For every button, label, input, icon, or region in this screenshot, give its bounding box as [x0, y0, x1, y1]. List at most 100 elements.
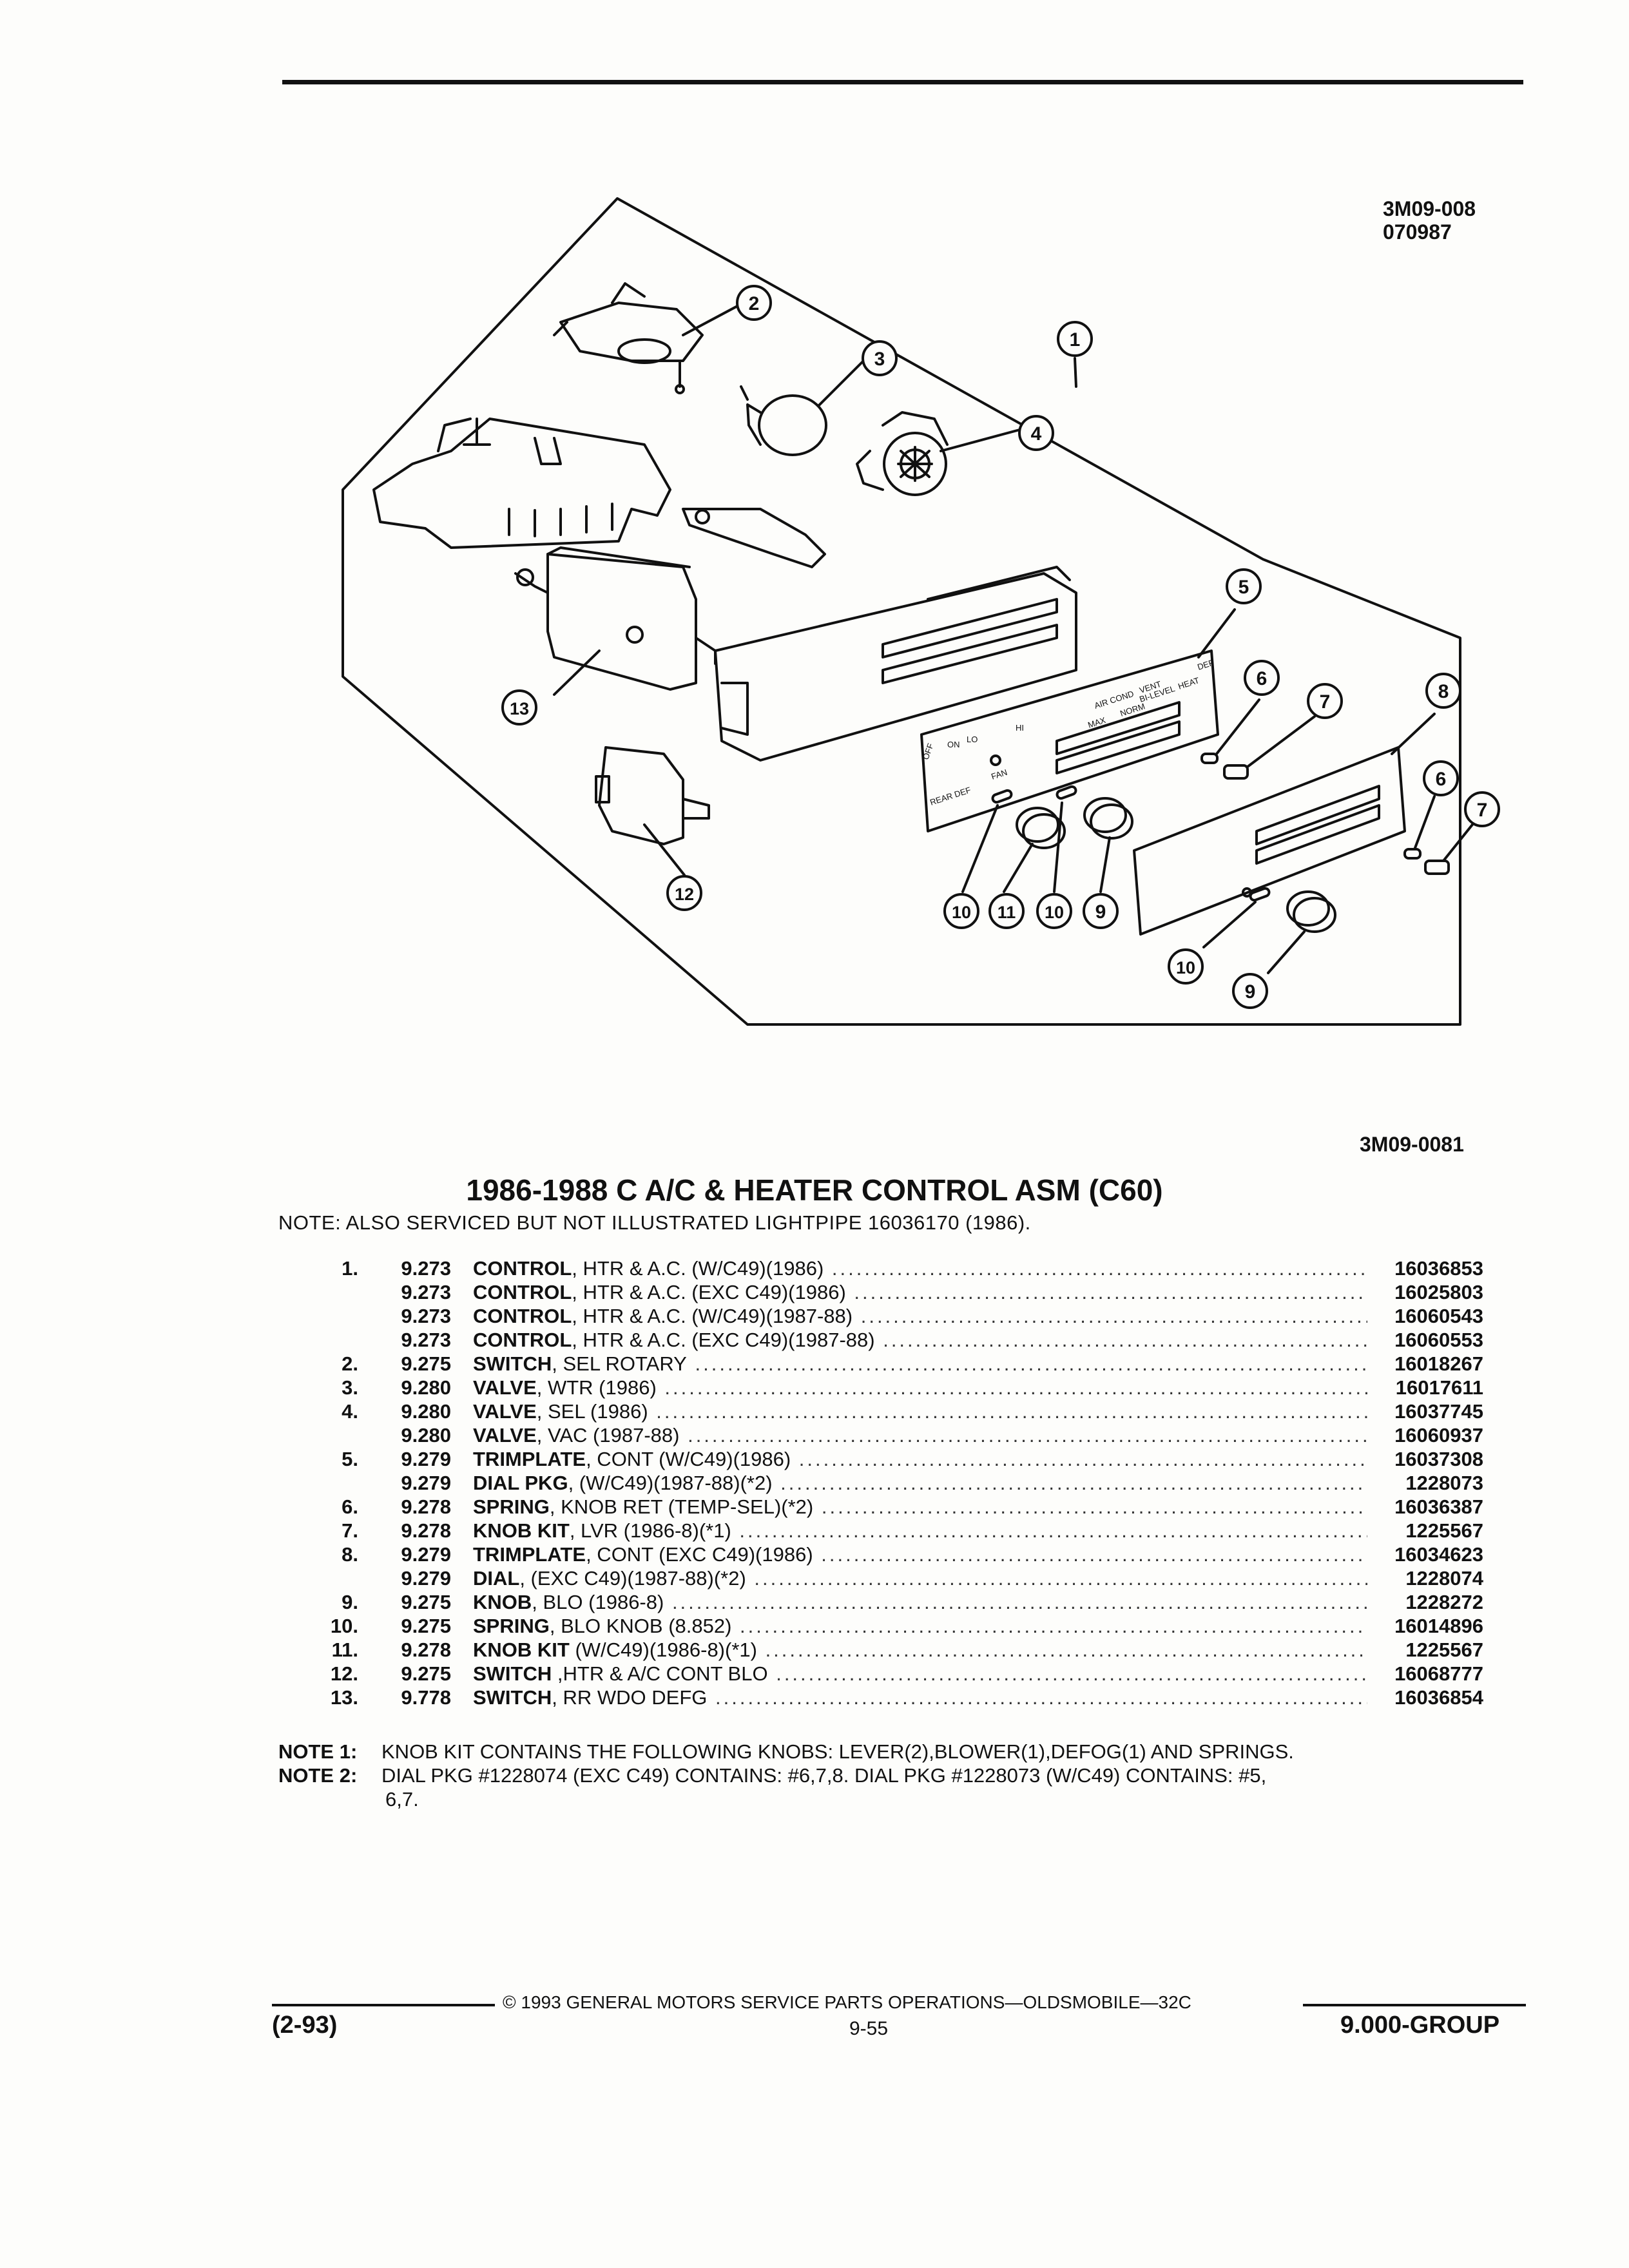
part-group-number: 9.273 [401, 1329, 451, 1351]
parts-row: 9.273 CONTROL, HTR & A.C. (EXC C49)(1986)… [278, 1280, 1483, 1304]
part-name: CONTROL [473, 1329, 572, 1351]
note-2-continued: 6,7. [385, 1788, 419, 1811]
part-name: SPRING [473, 1495, 550, 1518]
footer-rule-left [272, 2004, 495, 2006]
panel-label-hi: HI [1016, 723, 1024, 733]
callout-circle-7a [1307, 683, 1343, 719]
blower-knob-11 [1016, 807, 1066, 849]
note-2: NOTE 2:DIAL PKG #1228074 (EXC C49) CONTA… [278, 1763, 1294, 1787]
knob-7a [1223, 764, 1249, 780]
part-item-number: 8. [342, 1543, 358, 1566]
callout-4: 4 [1031, 423, 1042, 445]
part-description: CONTROL, HTR & A.C. (EXC C49)(1987-88) .… [473, 1328, 1367, 1352]
control-body-part [714, 566, 1077, 762]
footer-page-number: 9-55 [849, 2018, 889, 2039]
part-description: CONTROL, HTR & A.C. (W/C49)(1986) ......… [473, 1256, 1367, 1280]
part-group-number: 9.279 [401, 1567, 451, 1590]
part-name: KNOB KIT [473, 1639, 570, 1661]
cable-lever-part [682, 508, 826, 568]
callout-circle-11 [988, 893, 1025, 929]
figure-code: 3M09-008 070987 [1383, 197, 1476, 244]
part-group-number: 9.278 [401, 1495, 451, 1518]
panel-label-fan: FAN [990, 767, 1008, 782]
callout-circle-1 [1057, 321, 1093, 357]
leader-dots: ........................................… [739, 1519, 1367, 1542]
part-number: 16060543 [1394, 1305, 1483, 1327]
leader-dots: ........................................… [821, 1543, 1367, 1566]
part-name: KNOB KIT [473, 1519, 570, 1542]
part-spec: , RR WDO DEFG [552, 1686, 708, 1709]
part-name: CONTROL [473, 1281, 572, 1303]
callout-circle-10c [1168, 948, 1204, 985]
part-spec: ,HTR & A/C CONT BLO [552, 1662, 768, 1685]
part-number: 16036387 [1394, 1495, 1483, 1518]
figure-code-line-1: 3M09-008 [1383, 197, 1476, 220]
part-number: 1228272 [1405, 1591, 1483, 1613]
figure-code-line-2: 070987 [1383, 220, 1452, 244]
part-spec: , BLO (1986-8) [532, 1591, 664, 1613]
part-name: VALVE [473, 1424, 537, 1446]
callout-circle-2 [736, 285, 772, 321]
trimplate-w-c49-part [920, 649, 1219, 832]
callout-8: 8 [1438, 681, 1449, 702]
part-group-number: 9.275 [401, 1352, 451, 1375]
footer-group: 9.000-GROUP [1340, 2012, 1500, 2039]
callout-9a: 9 [1095, 901, 1106, 923]
panel-label-rear-def: REAR DEF [929, 785, 972, 807]
callout-circle-13 [501, 689, 537, 726]
part-item-number: 3. [342, 1376, 358, 1399]
part-spec: , HTR & A.C. (W/C49)(1987-88) [572, 1305, 853, 1327]
part-number: 16060937 [1394, 1424, 1483, 1446]
part-name: TRIMPLATE [473, 1448, 586, 1470]
part-name: TRIMPLATE [473, 1543, 586, 1566]
selector-valve-part [856, 411, 949, 496]
part-number: 16068777 [1394, 1662, 1483, 1685]
footer-rule-right [1303, 2004, 1526, 2006]
part-spec: , (EXC C49)(1987-88)(*2) [519, 1567, 746, 1590]
part-group-number: 9.273 [401, 1257, 451, 1280]
blower-knob-9b [1286, 890, 1336, 933]
rear-defog-switch-part [514, 546, 717, 691]
part-item-number: 6. [342, 1495, 358, 1518]
part-number: 16036854 [1394, 1686, 1483, 1709]
part-group-number: 9.273 [401, 1281, 451, 1303]
figure-code-bottom: 3M09-0081 [1360, 1133, 1464, 1156]
callout-circle-9a [1083, 893, 1119, 929]
leader-dots: ........................................… [854, 1281, 1367, 1303]
note-2-text: DIAL PKG #1228074 (EXC C49) CONTAINS: #6… [381, 1764, 1267, 1787]
diagram-frame [342, 197, 1461, 1026]
part-item-number: 11. [331, 1639, 358, 1661]
part-group-number: 9.275 [401, 1662, 451, 1685]
part-number: 16017611 [1395, 1376, 1483, 1399]
part-spec: , HTR & A.C. (W/C49)(1986) [572, 1257, 824, 1280]
callout-circle-3 [862, 340, 898, 376]
part-spec: , KNOB RET (TEMP-SEL)(*2) [549, 1495, 814, 1518]
part-spec: , HTR & A.C. (EXC C49)(1986) [572, 1281, 846, 1303]
part-item-number: 12. [330, 1662, 358, 1685]
callout-12: 12 [675, 885, 694, 904]
part-name: KNOB [473, 1591, 532, 1613]
part-number: 1225567 [1405, 1519, 1483, 1542]
part-name: SWITCH [473, 1662, 552, 1685]
part-spec: (W/C49)(1986-8)(*1) [569, 1639, 757, 1661]
callout-1: 1 [1070, 329, 1081, 351]
part-description: SWITCH ,HTR & A/C CONT BLO .............… [473, 1662, 1367, 1686]
callout-7a: 7 [1320, 691, 1331, 713]
part-description: KNOB KIT, LVR (1986-8)(*1) .............… [473, 1519, 1367, 1542]
leader-dots: ........................................… [860, 1305, 1367, 1327]
part-group-number: 9.280 [401, 1400, 451, 1423]
part-spec: , WTR (1986) [536, 1376, 657, 1399]
part-spec: , HTR & A.C. (EXC C49)(1987-88) [572, 1329, 875, 1351]
part-group-number: 9.280 [401, 1376, 451, 1399]
leader-dots: ........................................… [671, 1591, 1367, 1613]
panel-label-on: ON [947, 740, 960, 749]
part-group-number: 9.279 [401, 1472, 451, 1494]
part-spec: , SEL (1986) [536, 1400, 648, 1423]
part-name: CONTROL [473, 1257, 572, 1280]
part-description: KNOB, BLO (1986-8) .....................… [473, 1590, 1367, 1614]
